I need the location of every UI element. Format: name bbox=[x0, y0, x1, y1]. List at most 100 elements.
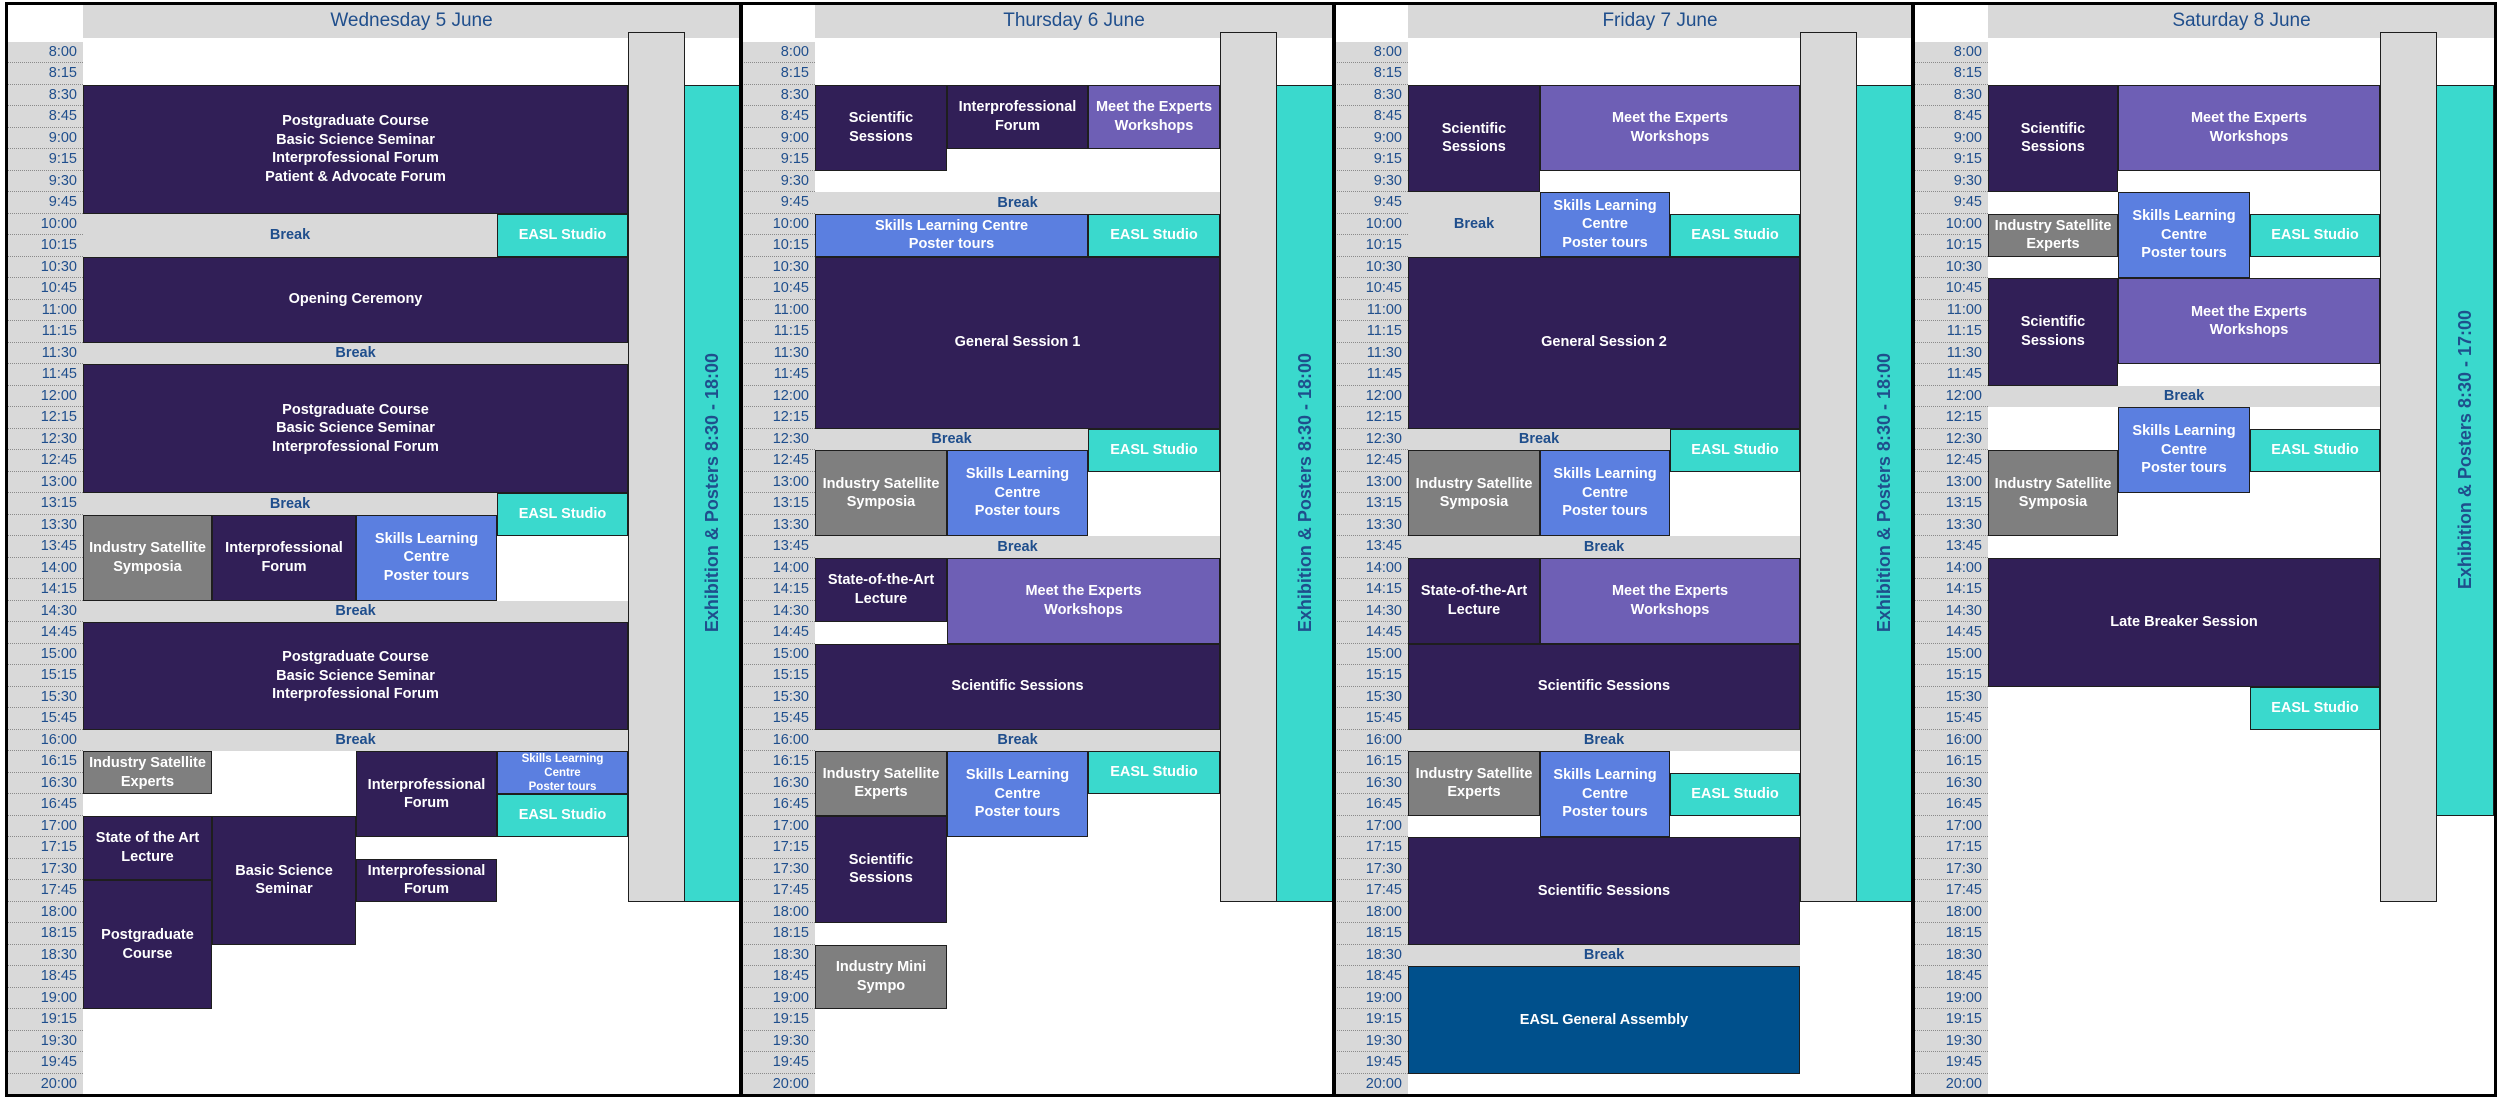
session-industry-satellite-symposia[interactable]: Industry Satellite Symposia bbox=[815, 450, 947, 536]
session-industry-satellite-symposia[interactable]: Industry Satellite Symposia bbox=[1408, 450, 1540, 536]
time-label: 8:00 bbox=[1333, 41, 1408, 63]
time-label: 10:15 bbox=[740, 235, 815, 257]
session-easl-studio[interactable]: EASL Studio bbox=[2250, 686, 2380, 730]
session-postgraduate-course[interactable]: Postgraduate Course bbox=[83, 880, 212, 1009]
session-industry-satellite-experts[interactable]: Industry Satellite Experts bbox=[1408, 751, 1540, 816]
break-bar: Break bbox=[83, 213, 497, 257]
time-label: 16:45 bbox=[1912, 794, 1988, 816]
session-easl-studio[interactable]: EASL Studio bbox=[1670, 772, 1800, 816]
break-bar: Break bbox=[1408, 428, 1670, 450]
session-skills-learning-centre-poster-tours[interactable]: Skills Learning Centre Poster tours bbox=[356, 514, 497, 601]
session-skills-learning-centre-poster-tours[interactable]: Skills Learning Centre Poster tours bbox=[947, 450, 1088, 536]
time-label: 18:45 bbox=[1912, 966, 1988, 988]
time-label: 15:00 bbox=[740, 643, 815, 665]
session-easl-studio[interactable]: EASL Studio bbox=[1670, 428, 1800, 472]
session-scientific-sessions[interactable]: Scientific Sessions bbox=[1988, 84, 2118, 192]
session-skills-learning-centre-poster-tours[interactable]: Skills Learning Centre Poster tours bbox=[1540, 450, 1670, 536]
time-label: 15:30 bbox=[5, 686, 83, 708]
session-interprofessional-forum[interactable]: Interprofessional Forum bbox=[356, 751, 497, 837]
session-easl-studio[interactable]: EASL Studio bbox=[2250, 213, 2380, 257]
session-industry-satellite-experts[interactable]: Industry Satellite Experts bbox=[815, 751, 947, 816]
exhibition-column: Exhibition & Posters 8:30 - 17:00 bbox=[2436, 84, 2494, 816]
session-scientific-sessions[interactable]: Scientific Sessions bbox=[815, 815, 947, 923]
break-bar: Break bbox=[1408, 536, 1800, 558]
session-scientific-sessions[interactable]: Scientific Sessions bbox=[1408, 837, 1800, 945]
time-label: 15:30 bbox=[1333, 686, 1408, 708]
time-label: 18:45 bbox=[1333, 966, 1408, 988]
session-easl-studio[interactable]: EASL Studio bbox=[1670, 213, 1800, 257]
session-scientific-sessions[interactable]: Scientific Sessions bbox=[1408, 643, 1800, 730]
session-skills-learning-centre-poster-tours[interactable]: Skills Learning Centre Poster tours bbox=[947, 751, 1088, 837]
session-scientific-sessions[interactable]: Scientific Sessions bbox=[815, 643, 1220, 730]
session-easl-studio[interactable]: EASL Studio bbox=[1088, 213, 1220, 257]
session-state-of-the-art-lecture[interactable]: State of the Art Lecture bbox=[83, 815, 212, 880]
exhibition-grey-column bbox=[2380, 31, 2437, 902]
exhibition-label: Exhibition & Posters 8:30 - 18:00 bbox=[1294, 353, 1315, 633]
session-industry-satellite-experts[interactable]: Industry Satellite Experts bbox=[83, 751, 212, 794]
day-header: Wednesday 5 June bbox=[83, 4, 740, 38]
session-basic-science-seminar[interactable]: Basic Science Seminar bbox=[212, 815, 356, 945]
session-meet-the-experts-workshops[interactable]: Meet the Experts Workshops bbox=[2118, 84, 2380, 171]
session-industry-satellite-symposia[interactable]: Industry Satellite Symposia bbox=[1988, 450, 2118, 536]
session-meet-the-experts-workshops[interactable]: Meet the Experts Workshops bbox=[2118, 278, 2380, 364]
time-label: 17:15 bbox=[1912, 837, 1988, 859]
time-label: 17:45 bbox=[1912, 880, 1988, 902]
session-skills-learning-centre-poster-tours[interactable]: Skills Learning Centre Poster tours bbox=[2118, 192, 2250, 278]
time-label: 18:30 bbox=[740, 944, 815, 966]
session-late-breaker-session[interactable]: Late Breaker Session bbox=[1988, 557, 2380, 687]
session-easl-general-assembly[interactable]: EASL General Assembly bbox=[1408, 966, 1800, 1074]
session-easl-studio[interactable]: EASL Studio bbox=[2250, 428, 2380, 472]
session-industry-mini-sympo[interactable]: Industry Mini Sympo bbox=[815, 944, 947, 1009]
session-skills-learning-centre-poster-tours[interactable]: Skills Learning Centre Poster tours bbox=[815, 213, 1088, 257]
time-label: 11:15 bbox=[740, 321, 815, 343]
time-label: 11:15 bbox=[1333, 321, 1408, 343]
session-scientific-sessions[interactable]: Scientific Sessions bbox=[1988, 278, 2118, 386]
session-meet-the-experts-workshops[interactable]: Meet the Experts Workshops bbox=[1540, 84, 1800, 171]
time-label: 18:15 bbox=[1912, 923, 1988, 945]
session-skills-learning-centre-poster-tours[interactable]: Skills Learning Centre Poster tours bbox=[497, 751, 628, 794]
session-easl-studio[interactable]: EASL Studio bbox=[497, 493, 628, 536]
session-easl-studio[interactable]: EASL Studio bbox=[1088, 751, 1220, 794]
time-label: 10:00 bbox=[1912, 213, 1988, 235]
session-interprofessional-forum[interactable]: Interprofessional Forum bbox=[212, 514, 356, 601]
break-bar: Break bbox=[1408, 192, 1540, 257]
session-interprofessional-forum[interactable]: Interprofessional Forum bbox=[356, 858, 497, 902]
session-easl-studio[interactable]: EASL Studio bbox=[497, 213, 628, 257]
session-industry-satellite-symposia[interactable]: Industry Satellite Symposia bbox=[83, 514, 212, 601]
time-label: 10:45 bbox=[740, 278, 815, 300]
session-easl-studio[interactable]: EASL Studio bbox=[497, 794, 628, 837]
session-state-of-the-art-lecture[interactable]: State-of-the-Art Lecture bbox=[1408, 557, 1540, 644]
session-scientific-sessions[interactable]: Scientific Sessions bbox=[815, 84, 947, 171]
time-label: 10:30 bbox=[1912, 256, 1988, 278]
session-postgraduate-course-basic-science-seminar-interprofessional-forum[interactable]: Postgraduate Course Basic Science Semina… bbox=[83, 622, 628, 730]
session-meet-the-experts-workshops[interactable]: Meet the Experts Workshops bbox=[1088, 84, 1220, 149]
session-meet-the-experts-workshops[interactable]: Meet the Experts Workshops bbox=[1540, 557, 1800, 644]
session-meet-the-experts-workshops[interactable]: Meet the Experts Workshops bbox=[947, 557, 1220, 644]
session-state-of-the-art-lecture[interactable]: State-of-the-Art Lecture bbox=[815, 557, 947, 622]
session-skills-learning-centre-poster-tours[interactable]: Skills Learning Centre Poster tours bbox=[1540, 192, 1670, 257]
session-general-session-2[interactable]: General Session 2 bbox=[1408, 256, 1800, 429]
time-label: 18:15 bbox=[1333, 923, 1408, 945]
time-label: 12:45 bbox=[1333, 450, 1408, 472]
time-label: 14:00 bbox=[5, 557, 83, 579]
session-general-session-1[interactable]: General Session 1 bbox=[815, 256, 1220, 429]
time-label: 15:00 bbox=[1333, 643, 1408, 665]
session-skills-learning-centre-poster-tours[interactable]: Skills Learning Centre Poster tours bbox=[2118, 407, 2250, 493]
time-label: 11:30 bbox=[5, 342, 83, 364]
session-industry-satellite-experts[interactable]: Industry Satellite Experts bbox=[1988, 213, 2118, 257]
session-scientific-sessions[interactable]: Scientific Sessions bbox=[1408, 84, 1540, 192]
session-postgraduate-course-basic-science-seminar-interprofessional-forum[interactable]: Postgraduate Course Basic Science Semina… bbox=[83, 364, 628, 493]
time-label: 9:30 bbox=[740, 170, 815, 192]
time-label: 10:15 bbox=[1912, 235, 1988, 257]
session-skills-learning-centre-poster-tours[interactable]: Skills Learning Centre Poster tours bbox=[1540, 751, 1670, 837]
time-label: 16:00 bbox=[5, 729, 83, 751]
time-label: 13:30 bbox=[1333, 514, 1408, 536]
time-label: 18:00 bbox=[1333, 901, 1408, 923]
session-interprofessional-forum[interactable]: Interprofessional Forum bbox=[947, 84, 1088, 149]
time-label: 8:00 bbox=[5, 41, 83, 63]
session-opening-ceremony[interactable]: Opening Ceremony bbox=[83, 256, 628, 343]
session-easl-studio[interactable]: EASL Studio bbox=[1088, 428, 1220, 472]
session-postgraduate-course-basic-science-seminar-interprofessional-forum-patient-advocate-forum[interactable]: Postgraduate Course Basic Science Semina… bbox=[83, 84, 628, 214]
break-bar: Break bbox=[83, 493, 497, 515]
time-label: 16:45 bbox=[1333, 794, 1408, 816]
